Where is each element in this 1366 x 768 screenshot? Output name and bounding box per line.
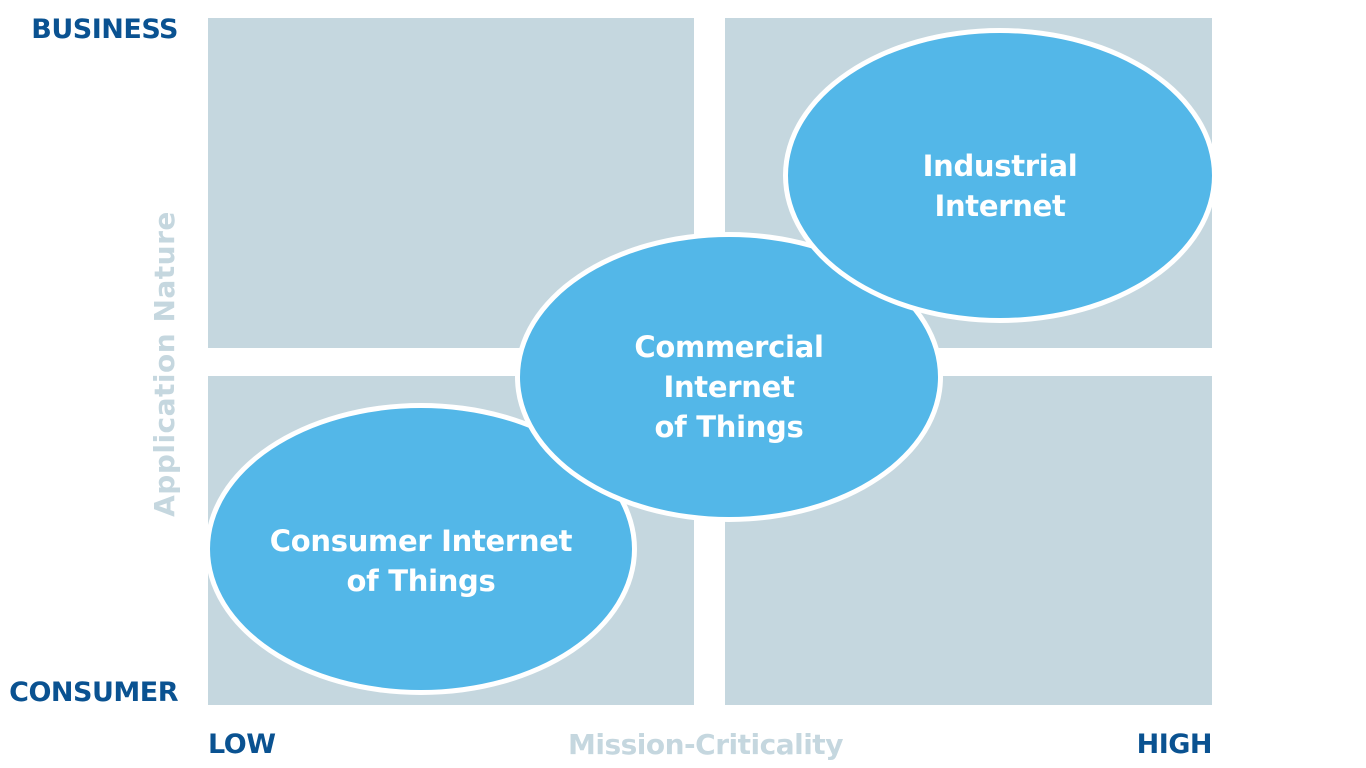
commercial-iot-label: Commercial Internet of Things bbox=[634, 330, 824, 444]
industrial-internet-label: Industrial Internet bbox=[922, 148, 1078, 223]
x-axis-right-label: HIGH bbox=[1136, 729, 1213, 760]
industrial-internet-ellipse: Industrial Internet bbox=[783, 28, 1217, 323]
x-axis-left-label: LOW bbox=[208, 729, 276, 760]
x-axis-title: Mission-Criticality bbox=[568, 728, 843, 761]
consumer-iot-ellipse: Consumer Internet of Things bbox=[205, 403, 637, 695]
y-axis-top-label: BUSINESS bbox=[31, 14, 178, 45]
y-axis-title: Application Nature bbox=[148, 211, 181, 517]
y-axis-bottom-label: CONSUMER bbox=[9, 677, 178, 708]
consumer-iot-label: Consumer Internet of Things bbox=[269, 524, 573, 598]
